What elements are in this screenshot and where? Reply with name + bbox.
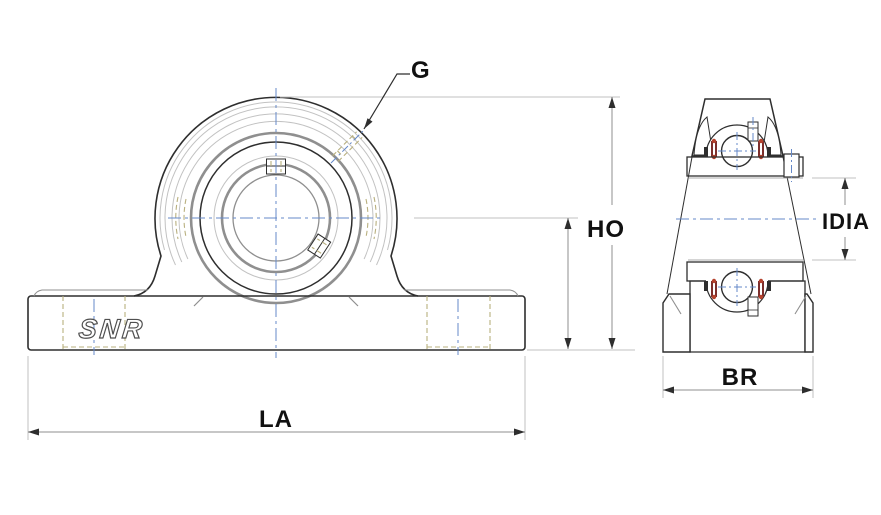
idia-dimension: IDIA xyxy=(812,177,870,261)
base-feet xyxy=(662,293,814,353)
la-dimension-label: LA xyxy=(259,406,293,433)
housing-base xyxy=(27,289,526,351)
br-dimension: BR xyxy=(662,356,814,398)
br-dimension-label: BR xyxy=(722,364,759,391)
ho-dimension-label: HO xyxy=(587,216,625,243)
set-screw-lower-right xyxy=(307,233,332,259)
idia-dimension-label: IDIA xyxy=(822,209,870,234)
lower-bearing-ball xyxy=(704,268,771,317)
lower-seals xyxy=(711,278,764,300)
upper-seals xyxy=(711,138,764,160)
g-dimension-label: G xyxy=(411,57,431,84)
snr-logo-text: SNR xyxy=(77,313,146,344)
center-height-dimension xyxy=(564,218,572,349)
front-view: SNR xyxy=(27,88,526,358)
grease-fitting-hidden xyxy=(330,130,364,164)
housing-profile-lines xyxy=(666,156,812,295)
bolt-hole-right xyxy=(426,296,491,355)
snr-logo: SNR xyxy=(77,312,147,344)
inner-ring-section xyxy=(686,149,804,282)
front-centerlines xyxy=(168,88,384,358)
side-section-view xyxy=(662,98,816,353)
la-dimension: LA xyxy=(27,356,526,440)
bolt-hole-left xyxy=(62,296,126,355)
upper-bearing-ball xyxy=(704,117,771,170)
dimensions: HO LA IDIA BR xyxy=(27,57,870,440)
g-leader: G xyxy=(363,57,431,130)
ho-dimension: HO xyxy=(587,97,625,349)
